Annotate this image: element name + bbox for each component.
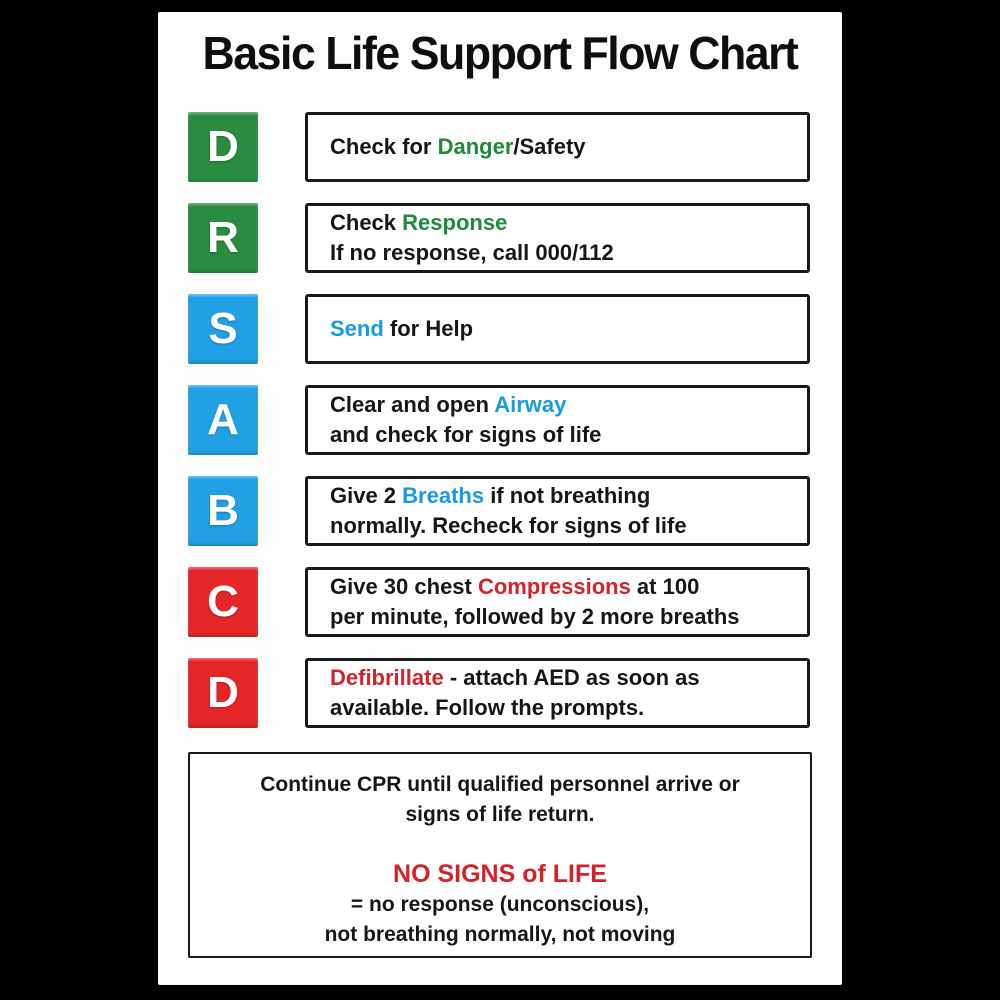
step-line: per minute, followed by 2 more breaths bbox=[330, 602, 807, 632]
step-line: Give 2 Breaths if not breathing bbox=[330, 481, 807, 511]
step-letter: S bbox=[208, 304, 238, 353]
footer-text-line: = no response (unconscious), bbox=[350, 893, 650, 916]
step-keyword: Response bbox=[402, 210, 508, 235]
step-text-segment: Clear and open bbox=[330, 392, 495, 417]
flow-row-danger: D Check for Danger/Safety bbox=[188, 112, 810, 182]
step-keyword: Send bbox=[330, 316, 384, 341]
footer-text-line: Continue CPR until qualified personnel a… bbox=[260, 773, 740, 796]
step-keyword: Danger bbox=[437, 134, 514, 159]
step-letter-badge: D bbox=[188, 658, 258, 728]
step-text-segment: normally. Recheck for signs of life bbox=[330, 513, 687, 538]
step-letter: A bbox=[207, 395, 239, 444]
step-line: If no response, call 000/112 bbox=[330, 238, 807, 268]
step-line: available. Follow the prompts. bbox=[330, 693, 807, 723]
step-text-segment: Check bbox=[330, 210, 403, 235]
step-text-segment: at 100 bbox=[630, 574, 700, 599]
step-letter-badge: S bbox=[188, 294, 258, 364]
step-text: Check for Danger/Safety bbox=[330, 132, 807, 162]
step-letter-badge: B bbox=[188, 476, 258, 546]
step-text: Send for Help bbox=[330, 314, 807, 344]
step-letter-badge: R bbox=[188, 203, 258, 273]
footer-text-line: not breathing normally, not moving bbox=[324, 923, 676, 946]
flow-row-send: S Send for Help bbox=[188, 294, 810, 364]
footer-text-line: signs of life return. bbox=[405, 803, 595, 826]
step-line: Give 30 chest Compressions at 100 bbox=[330, 572, 807, 602]
bls-poster: Basic Life Support Flow Chart D Check fo… bbox=[158, 12, 842, 985]
poster-title: Basic Life Support Flow Chart bbox=[202, 27, 799, 79]
step-box: Send for Help bbox=[305, 294, 810, 364]
step-text-segment: per minute, followed by 2 more breaths bbox=[330, 604, 740, 629]
step-text-segment: for Help bbox=[383, 316, 474, 341]
step-text-segment: and check for signs of life bbox=[330, 422, 602, 447]
step-keyword: Airway bbox=[494, 392, 567, 417]
step-line: Check Response bbox=[330, 208, 807, 238]
step-text-segment: Check for bbox=[330, 134, 438, 159]
step-line: and check for signs of life bbox=[330, 420, 807, 450]
step-text-segment: available. Follow the prompts. bbox=[330, 695, 645, 720]
step-line: normally. Recheck for signs of life bbox=[330, 511, 807, 541]
step-text-segment: Give 2 bbox=[330, 483, 403, 508]
step-letter: C bbox=[207, 577, 239, 626]
step-letter: D bbox=[207, 668, 239, 717]
step-letter-badge: A bbox=[188, 385, 258, 455]
step-box: Check for Danger/Safety bbox=[305, 112, 810, 182]
step-keyword: Compressions bbox=[477, 574, 631, 599]
step-letter-badge: D bbox=[188, 112, 258, 182]
step-text-segment: /Safety bbox=[513, 134, 586, 159]
step-keyword: Defibrillate bbox=[330, 665, 444, 690]
step-letter-badge: C bbox=[188, 567, 258, 637]
no-signs-of-life-heading: NO SIGNS of LIFE bbox=[393, 860, 607, 888]
summary-box: Continue CPR until qualified personnel a… bbox=[188, 752, 812, 958]
step-keyword: Breaths bbox=[402, 483, 485, 508]
step-letter: D bbox=[207, 122, 239, 171]
footer-spacer bbox=[190, 830, 810, 858]
step-line: Check for Danger/Safety bbox=[330, 132, 807, 162]
step-letter: B bbox=[207, 486, 239, 535]
flow-rows: D Check for Danger/Safety R Check Respon… bbox=[188, 112, 810, 749]
step-text-segment: if not breathing bbox=[484, 483, 651, 508]
step-line: Defibrillate - attach AED as soon as bbox=[330, 663, 807, 693]
step-line: Send for Help bbox=[330, 314, 807, 344]
step-text-segment: - attach AED as soon as bbox=[443, 665, 700, 690]
step-letter: R bbox=[207, 213, 239, 262]
step-line: Clear and open Airway bbox=[330, 390, 807, 420]
step-text-segment: If no response, call 000/112 bbox=[330, 240, 614, 265]
step-text-segment: Give 30 chest bbox=[330, 574, 478, 599]
